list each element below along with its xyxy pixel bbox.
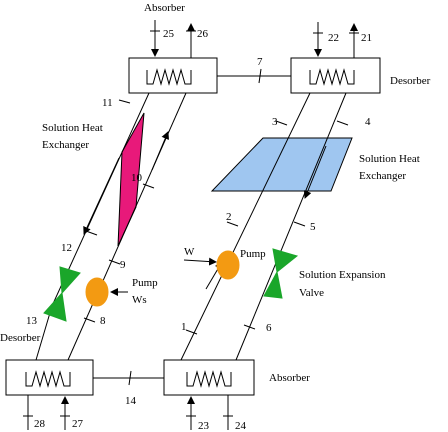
- desorber-top-unit: [290, 57, 381, 94]
- pump-right-label: Pump: [240, 248, 266, 260]
- w-arrow: [183, 257, 217, 266]
- shx-left-label-line2: Exchanger: [42, 139, 89, 151]
- stream-28: [23, 395, 33, 430]
- state-point-9: 9: [120, 259, 126, 271]
- absorber-top-unit: [128, 57, 218, 94]
- shx-right-label-line1: Solution Heat: [359, 153, 420, 165]
- state-point-26: 26: [197, 28, 209, 40]
- state-point-25: 25: [163, 28, 175, 40]
- state-point-28: 28: [34, 418, 46, 430]
- w-label: W: [184, 246, 195, 258]
- stream-26: [186, 23, 196, 58]
- stream-21: [349, 23, 359, 58]
- pump-left-label: Pump: [132, 277, 158, 289]
- absorber-top-label: Absorber: [144, 2, 185, 14]
- shx-left-label-line1: Solution Heat: [42, 122, 103, 134]
- left-pump: [85, 277, 109, 307]
- stream-25: [150, 20, 160, 57]
- absorber-bottom-label: Absorber: [269, 372, 310, 384]
- expansion-valve-label-line1: Solution Expansion: [299, 269, 386, 281]
- state-point-21: 21: [361, 32, 372, 44]
- state-point-6: 6: [266, 322, 272, 334]
- state-point-2: 2: [226, 211, 232, 223]
- line-4-5-6: [235, 92, 349, 361]
- state-point-23: 23: [198, 420, 210, 432]
- desorber-top-label: Desorber: [390, 75, 431, 87]
- state-point-10: 10: [131, 172, 143, 184]
- state-point-12: 12: [61, 242, 72, 254]
- right-pump: [216, 250, 240, 280]
- state-point-13: 13: [26, 315, 38, 327]
- state-point-8: 8: [100, 315, 106, 327]
- line-1-2-3: [180, 92, 311, 361]
- right-solution-heat-exchanger: [210, 137, 353, 192]
- shx-right-label-line2: Exchanger: [359, 170, 406, 182]
- expansion-valve-label-line2: Valve: [299, 287, 324, 299]
- desorber-bottom-label: Desorber: [0, 332, 41, 344]
- state-point-4: 4: [365, 116, 371, 128]
- state-point-7: 7: [257, 56, 263, 68]
- state-point-22: 22: [328, 32, 339, 44]
- stream-27: [60, 396, 70, 430]
- desorber-bottom-unit: [5, 359, 94, 396]
- absorber-bottom-unit: [163, 359, 255, 396]
- state-point-3: 3: [272, 116, 278, 128]
- line-14: [93, 370, 164, 386]
- stream-23: [186, 396, 196, 430]
- state-point-5: 5: [310, 221, 316, 233]
- state-point-27: 27: [72, 418, 84, 430]
- line-7: [217, 68, 291, 84]
- right-expansion-valve: [263, 248, 299, 299]
- state-point-11: 11: [102, 97, 113, 109]
- stream-24: [223, 395, 233, 430]
- left-expansion-valve: [43, 266, 81, 322]
- state-point-14: 14: [125, 395, 137, 407]
- line-8-9-10: [67, 92, 187, 361]
- state-point-1: 1: [181, 321, 187, 333]
- stream-22: [313, 22, 323, 57]
- ws-label: Ws: [132, 294, 147, 306]
- state-point-24: 24: [235, 420, 247, 432]
